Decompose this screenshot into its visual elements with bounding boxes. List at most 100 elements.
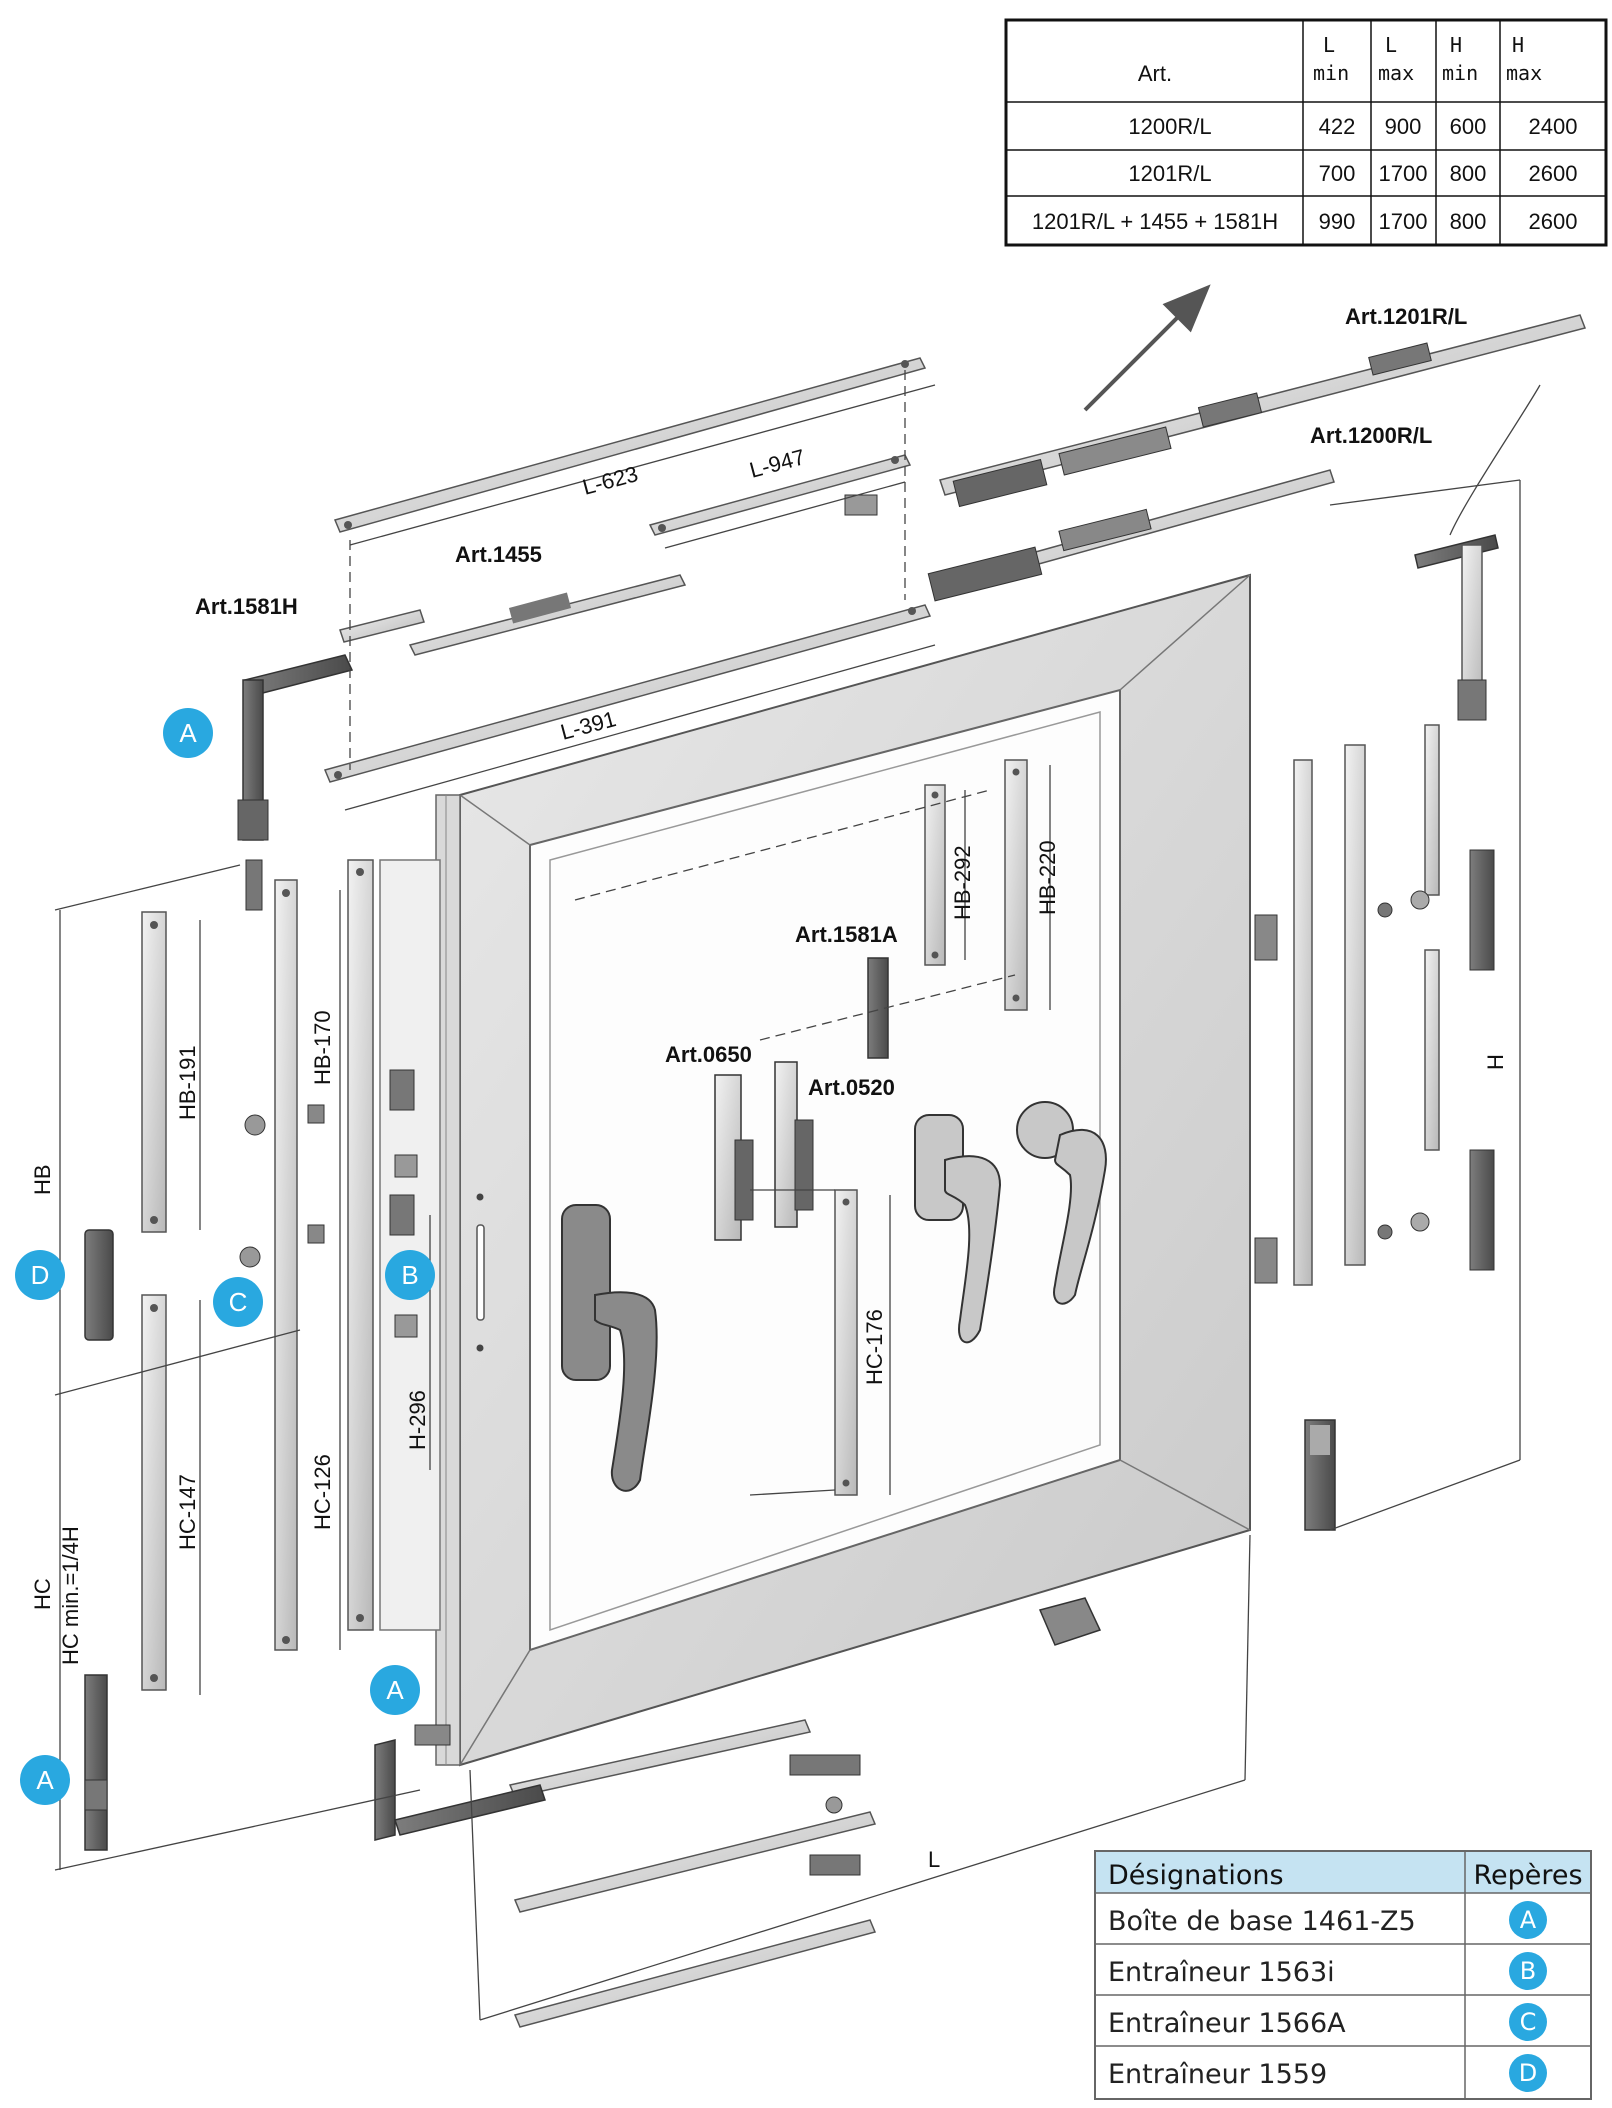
- label-art-1201: Art.1201R/L: [1345, 304, 1467, 329]
- window-sash: [435, 573, 1251, 1767]
- label-art-1581h: Art.1581H: [195, 594, 298, 619]
- legend-designation: Entraîneur 1559: [1108, 2059, 1327, 2090]
- spec-header-art: Art.: [1138, 61, 1172, 86]
- left-rail-hb191: [141, 911, 167, 1233]
- right-rails: [1254, 724, 1495, 1286]
- left-rail-long: [274, 879, 298, 1651]
- marker-c-label: C: [229, 1287, 248, 1317]
- label-art-0520: Art.0520: [808, 1075, 895, 1100]
- bottom-stay: [1038, 1597, 1102, 1646]
- dim-hc176: HC-176: [862, 1309, 887, 1385]
- art-1201-mechanism: [844, 314, 1587, 516]
- spec-table: Art. L min L max H min H max 1200R/L 422…: [1004, 18, 1608, 247]
- marker-a-circle: [163, 708, 213, 758]
- spec-cell-lmin: 700: [1319, 161, 1356, 186]
- pointer-arrow: [1083, 284, 1211, 412]
- spec-cell-art: 1201R/L + 1455 + 1581H: [1032, 209, 1278, 234]
- marker-c: C: [213, 1277, 263, 1327]
- legend-designation: Entraîneur 1563i: [1108, 1957, 1335, 1988]
- marker-b-circle: [385, 1250, 435, 1300]
- spec-cell-art: 1201R/L: [1128, 161, 1211, 186]
- spec-cell-lmin: 422: [1319, 114, 1356, 139]
- legend-row: Boîte de base 1461-Z5 A: [1108, 1901, 1547, 1939]
- dim-hc126: HC-126: [310, 1454, 335, 1530]
- marker-d-label: D: [31, 1260, 50, 1290]
- dim-hb220: HB-220: [1035, 840, 1060, 915]
- handle-right-2: [1016, 1101, 1107, 1305]
- bottom-rails: [374, 1719, 877, 2028]
- marker-a-mid: A: [370, 1665, 420, 1715]
- spec-header-hmin-bottom: min: [1442, 61, 1478, 85]
- dim-hb: HB: [30, 1164, 55, 1195]
- marker-a-label: A: [179, 718, 197, 748]
- spec-row: 1201R/L 700 1700 800 2600: [1128, 161, 1577, 186]
- label-art-1200: Art.1200R/L: [1310, 423, 1432, 448]
- marker-a-bottom: A: [20, 1755, 70, 1805]
- spec-cell-lmax: 900: [1385, 114, 1422, 139]
- right-corner-drive: [1414, 534, 1499, 721]
- spec-header-lmax-top: L: [1385, 33, 1397, 57]
- marker-a-label: A: [36, 1765, 54, 1795]
- legend-marker-circle: [1509, 1901, 1547, 1939]
- marker-b-label: B: [401, 1260, 418, 1290]
- spec-header-lmin-top: L: [1323, 33, 1335, 57]
- art-0650-part: [714, 1074, 754, 1241]
- spec-cell-hmax: 2400: [1529, 114, 1578, 139]
- spec-cell-hmax: 2600: [1529, 209, 1578, 234]
- rail-hc176: [834, 1189, 858, 1496]
- dim-h296: H-296: [405, 1390, 430, 1450]
- legend-row: Entraîneur 1563i B: [1108, 1952, 1547, 1990]
- spec-cell-lmin: 990: [1319, 209, 1356, 234]
- art-1200-mechanism: [927, 469, 1335, 602]
- marker-a-top: A: [163, 708, 213, 758]
- marker-a-label: A: [386, 1675, 404, 1705]
- dim-hc147: HC-147: [175, 1474, 200, 1550]
- top-rail-l623: [333, 357, 927, 533]
- marker-a-circle: [370, 1665, 420, 1715]
- legend-repere: A: [1520, 1906, 1537, 1934]
- legend-row: Entraîneur 1559 D: [1108, 2054, 1547, 2092]
- handle-main: [561, 1204, 658, 1492]
- left-rail-hc147: [141, 1294, 167, 1691]
- dim-l947: L-947: [747, 444, 808, 483]
- entraineur-c-parts: [239, 1104, 325, 1268]
- spec-cell-art: 1200R/L: [1128, 114, 1211, 139]
- spec-cell-hmin: 800: [1450, 209, 1487, 234]
- handle-right-1: [914, 1114, 1002, 1344]
- legend-repere: C: [1520, 2008, 1537, 2036]
- top-rail-l391: [323, 604, 932, 783]
- spec-header-hmin-top: H: [1450, 33, 1462, 57]
- dim-hb170: HB-170: [310, 1010, 335, 1085]
- rail-hb292: [924, 784, 946, 966]
- spec-cell-lmax: 1700: [1379, 209, 1428, 234]
- spec-header-lmin-bottom: min: [1313, 61, 1349, 85]
- legend-designation: Entraîneur 1566A: [1108, 2008, 1346, 2039]
- spec-header-hmax-bottom: max: [1506, 61, 1542, 85]
- spec-cell-hmin: 600: [1450, 114, 1487, 139]
- dim-hb292: HB-292: [950, 845, 975, 920]
- legend-row: Entraîneur 1566A C: [1108, 2003, 1547, 2041]
- spec-row: 1201R/L + 1455 + 1581H 990 1700 800 2600: [1032, 209, 1578, 234]
- art-0520-part: [774, 1061, 814, 1228]
- legend-repere: B: [1520, 1957, 1536, 1985]
- rail-hb220: [1004, 759, 1028, 1011]
- dim-l: L: [928, 1847, 940, 1872]
- spec-header-lmax-bottom: max: [1378, 61, 1414, 85]
- dim-hc: HC: [30, 1578, 55, 1610]
- marker-c-circle: [213, 1277, 263, 1327]
- legend-table: Désignations Repères Boîte de base 1461-…: [1094, 1850, 1592, 2100]
- legend-repere: D: [1519, 2059, 1537, 2087]
- marker-b: B: [385, 1250, 435, 1300]
- entraineur-d-part: [84, 1229, 114, 1341]
- marker-d: D: [15, 1250, 65, 1300]
- art-1581h-corner: [237, 654, 354, 911]
- dim-hb191: HB-191: [175, 1045, 200, 1120]
- label-art-1581a: Art.1581A: [795, 922, 898, 947]
- dimension-lines: [54, 370, 1541, 2021]
- legend-marker-circle: [1509, 1952, 1547, 1990]
- legend-marker-circle: [1509, 2054, 1547, 2092]
- spec-cell-hmin: 800: [1450, 161, 1487, 186]
- left-rail-sash: [347, 859, 441, 1631]
- label-art-0650: Art.0650: [665, 1042, 752, 1067]
